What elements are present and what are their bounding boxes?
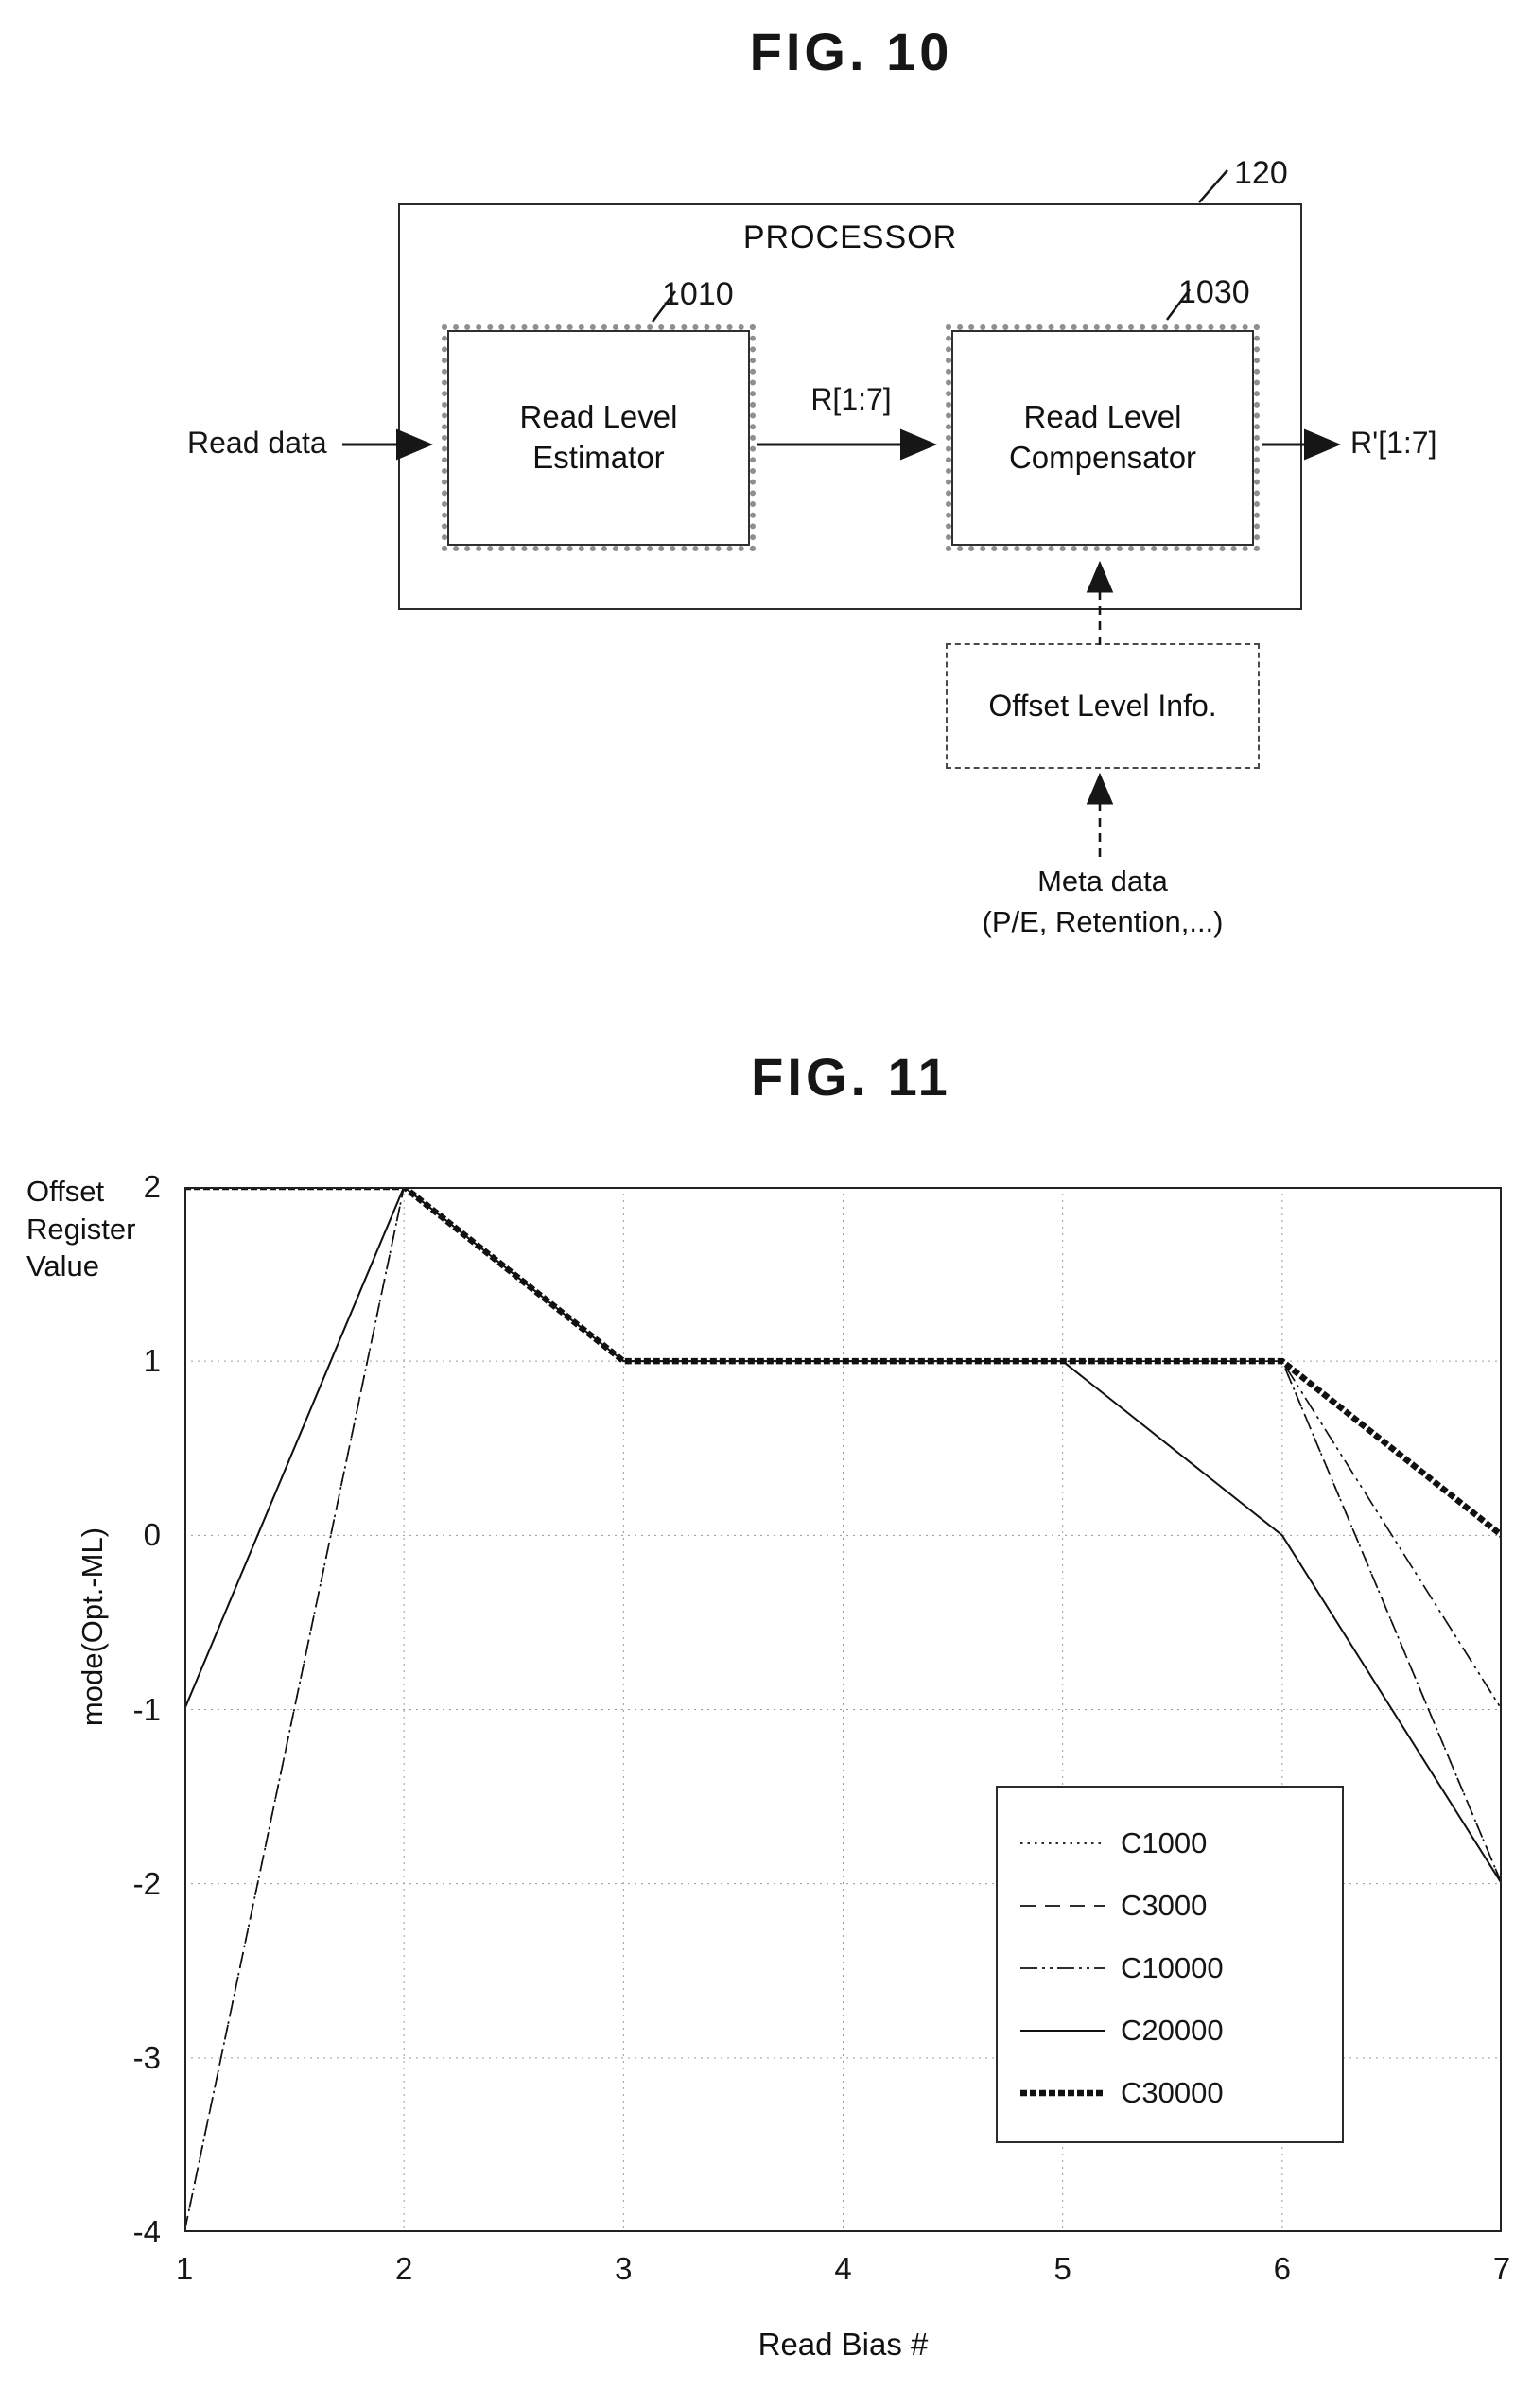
legend-entry: C10000 bbox=[1020, 1937, 1342, 1999]
x-axis-title: Read Bias # bbox=[757, 2327, 929, 2362]
ref-number-1030: 1030 bbox=[1178, 274, 1250, 310]
legend-entry: C1000 bbox=[1020, 1812, 1342, 1875]
legend-line-sample bbox=[1020, 2089, 1105, 2097]
y-tick-label: -2 bbox=[132, 1865, 161, 1901]
legend-line-sample bbox=[1020, 1967, 1105, 1969]
x-tick-label: 2 bbox=[394, 2251, 413, 2286]
read-level-compensator-box: Read Level Compensator bbox=[946, 324, 1260, 551]
meta-data-label: Meta data (P/E, Retention,...) bbox=[982, 864, 1224, 939]
y-tick-label: 0 bbox=[143, 1517, 161, 1553]
legend-line-sample bbox=[1020, 1842, 1105, 1844]
y-tick-label: -4 bbox=[132, 2214, 161, 2249]
legend-line-sample bbox=[1020, 1905, 1105, 1907]
r-bus-label: R[1:7] bbox=[810, 382, 892, 416]
legend-entry: C20000 bbox=[1020, 1999, 1342, 2062]
x-tick-label: 1 bbox=[175, 2251, 194, 2286]
processor-box bbox=[398, 203, 1302, 610]
y-tick-label: 2 bbox=[143, 1169, 161, 1204]
x-tick-label: 7 bbox=[1492, 2251, 1511, 2286]
y-tick-label: -1 bbox=[132, 1691, 161, 1727]
legend-label: C20000 bbox=[1121, 2014, 1224, 2047]
legend-label: C10000 bbox=[1121, 1951, 1224, 1984]
x-tick-label: 6 bbox=[1273, 2251, 1291, 2286]
fig10-title: FIG. 10 bbox=[749, 22, 953, 81]
ref-number-1010: 1010 bbox=[662, 276, 734, 312]
legend-entry: C30000 bbox=[1020, 2062, 1342, 2124]
ref-120-leader-line bbox=[1198, 169, 1228, 203]
legend-line-sample bbox=[1020, 2030, 1105, 2032]
read-data-label: Read data bbox=[187, 426, 327, 460]
x-tick-label: 5 bbox=[1053, 2251, 1071, 2286]
x-tick-label: 4 bbox=[834, 2251, 852, 2286]
legend-label: C1000 bbox=[1121, 1826, 1208, 1859]
fig11-title: FIG. 11 bbox=[751, 1047, 951, 1107]
plot-area bbox=[184, 1187, 1502, 2232]
plot-border bbox=[184, 1187, 1502, 2232]
y-axis-title: Offset Register Value bbox=[26, 1175, 136, 1283]
legend-label: C3000 bbox=[1121, 1889, 1208, 1922]
processor-label: PROCESSOR bbox=[742, 219, 958, 255]
read-level-estimator-box: Read Level Estimator bbox=[442, 324, 756, 551]
y-tick-label: -3 bbox=[132, 2039, 161, 2075]
x-tick-label: 3 bbox=[615, 2251, 633, 2286]
series-line-C30000 bbox=[184, 1187, 1502, 1538]
read-level-estimator-label: Read Level Estimator bbox=[519, 399, 678, 475]
r-prime-output-label: R'[1:7] bbox=[1350, 426, 1437, 460]
legend-label: C30000 bbox=[1121, 2076, 1224, 2109]
offset-level-info-box: Offset Level Info. bbox=[946, 643, 1260, 769]
chart-canvas bbox=[184, 1187, 1502, 2232]
read-level-compensator-label: Read Level Compensator bbox=[1008, 399, 1197, 475]
y-tick-label: 1 bbox=[143, 1343, 161, 1379]
offset-level-info-label: Offset Level Info. bbox=[988, 689, 1217, 723]
legend-entry: C3000 bbox=[1020, 1875, 1342, 1937]
ref-number-120: 120 bbox=[1234, 155, 1288, 191]
